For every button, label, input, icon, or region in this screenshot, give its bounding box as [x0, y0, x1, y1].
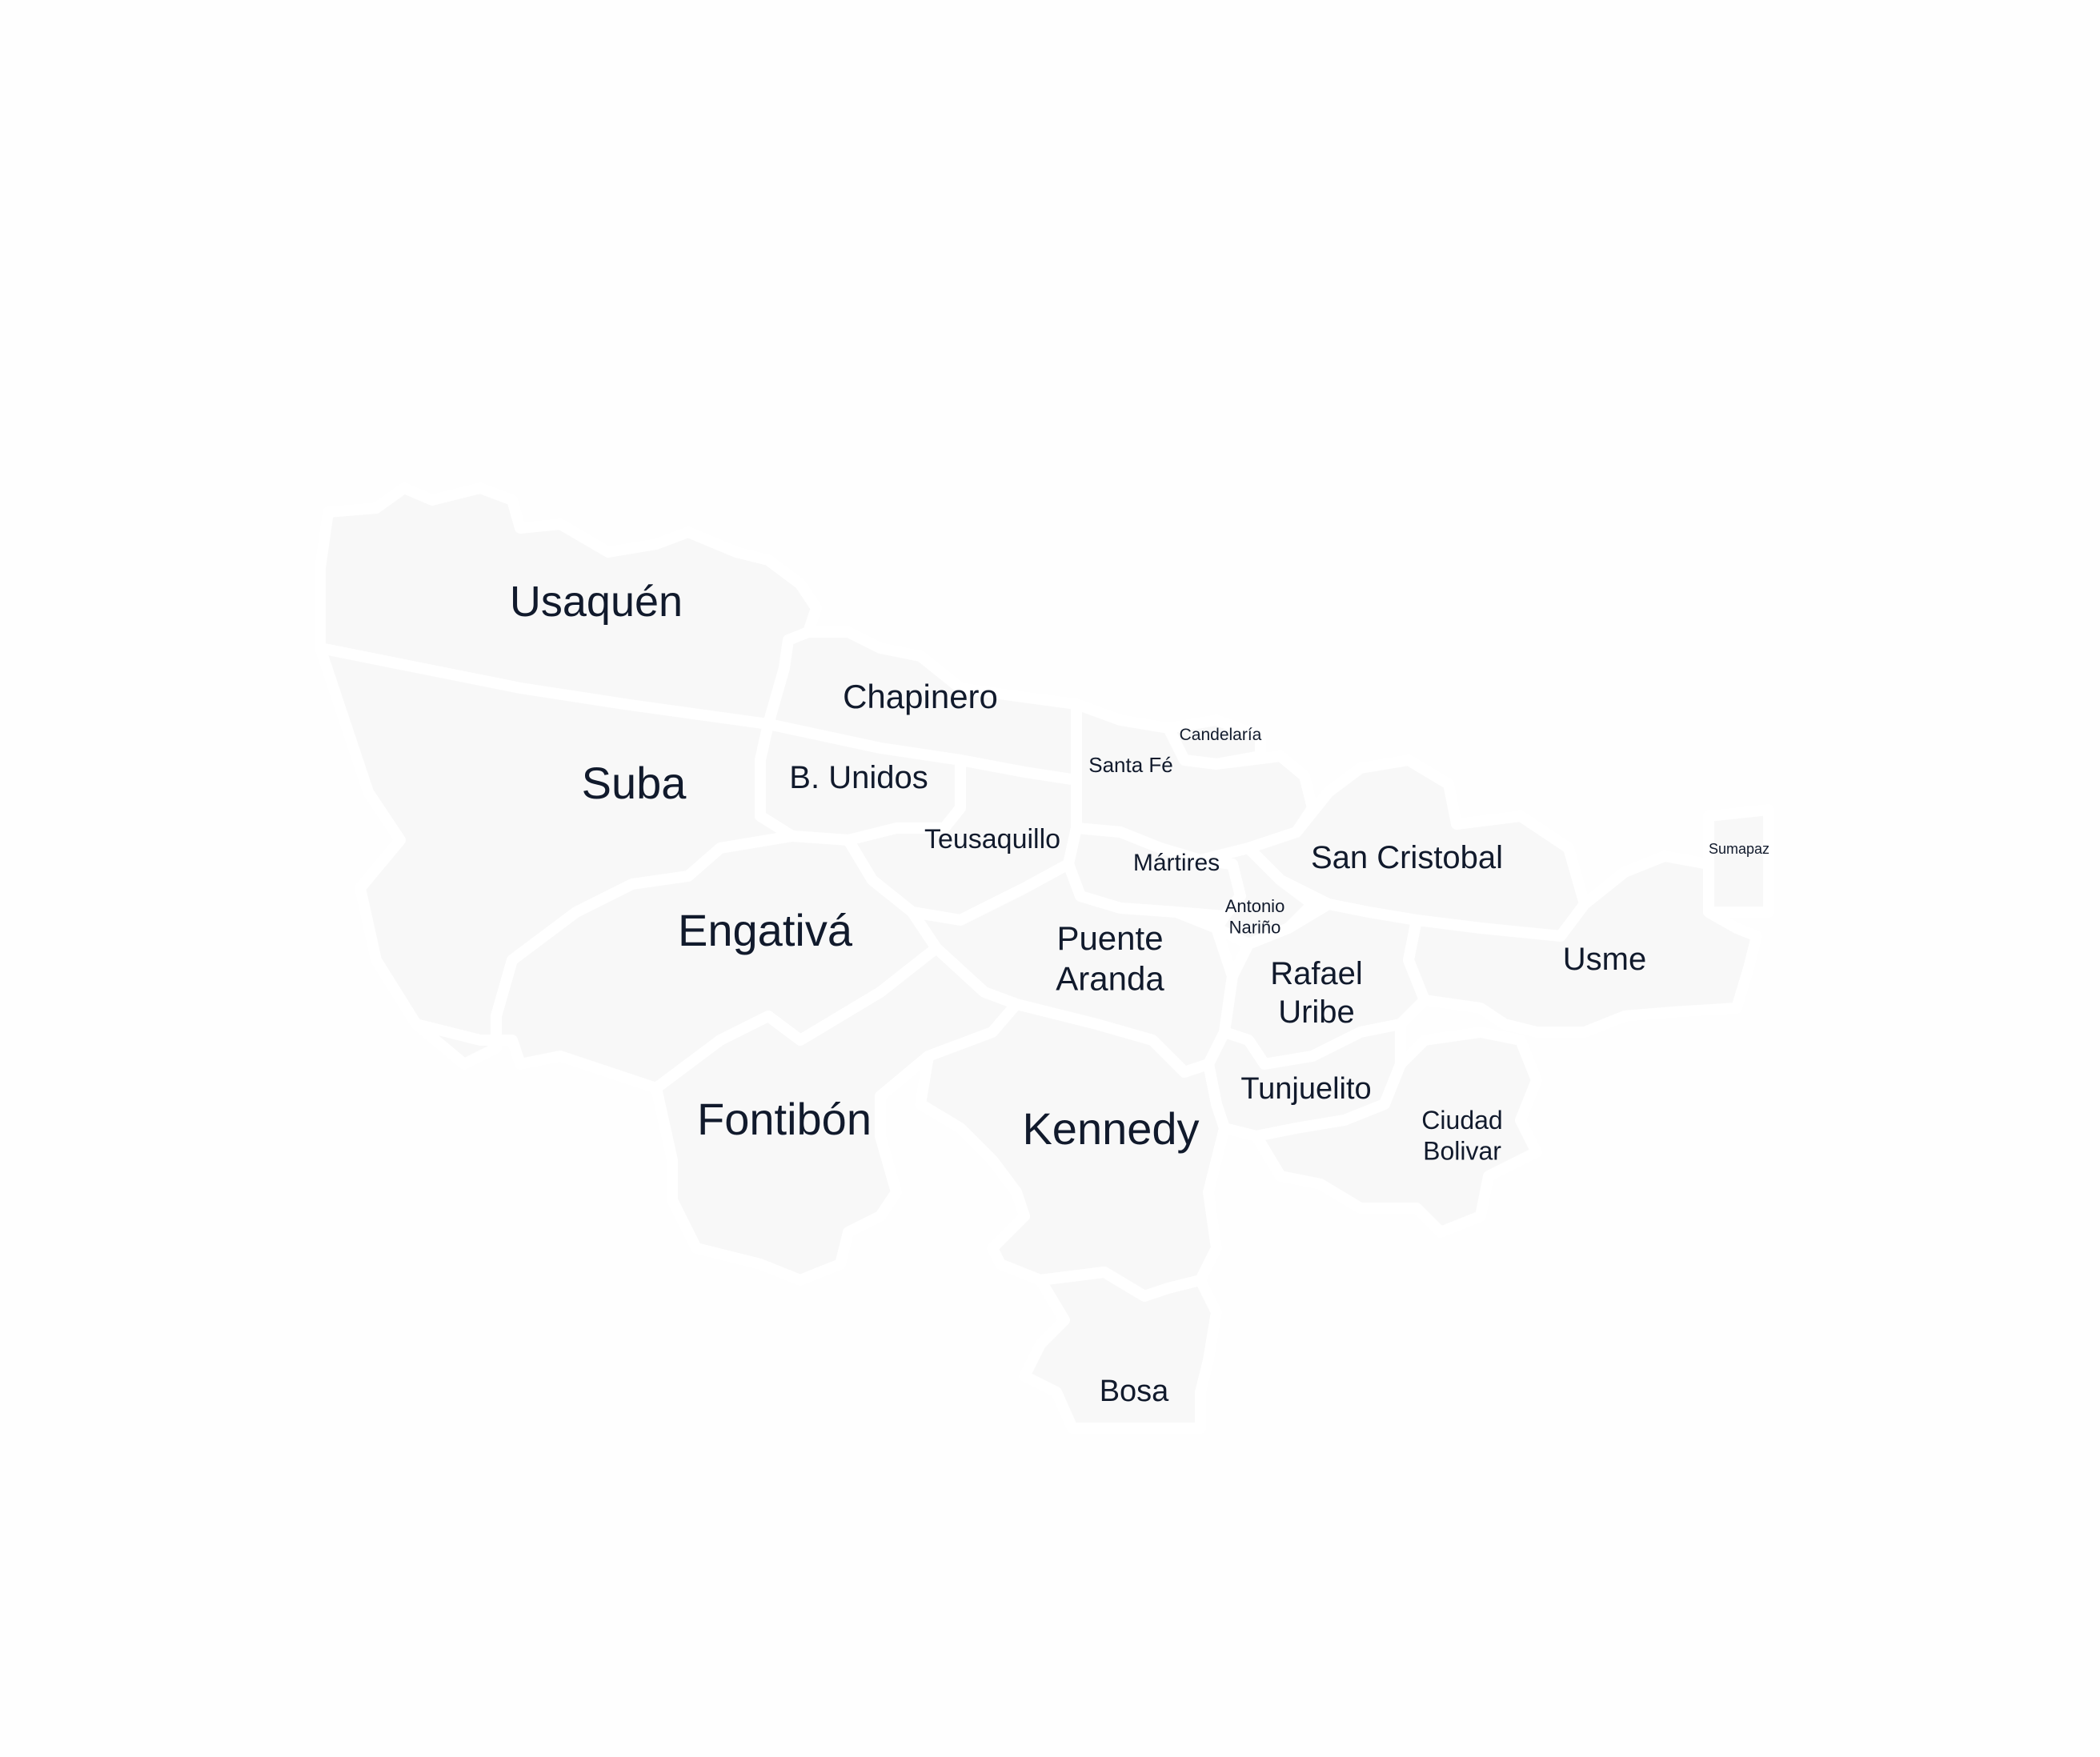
district-label-usme: Usme [1563, 942, 1646, 977]
district-label-barrios-unidos: B. Unidos [789, 760, 928, 795]
district-label-sumapaz: Sumapaz [1709, 841, 1769, 857]
district-label-san-cristobal: San Cristobal [1311, 840, 1503, 875]
district-label-line: Chapinero [843, 678, 998, 715]
district-label-martires: Mártires [1133, 850, 1220, 876]
district-label-line: Antonio [1225, 896, 1285, 916]
district-label-santa-fe: Santa Fé [1088, 753, 1173, 777]
district-label-line: Bolivar [1423, 1136, 1501, 1165]
district-area-usme [1403, 850, 1762, 1038]
district-label-line: Teusaquillo [924, 824, 1060, 854]
district-label-candelaria: Candelaría [1180, 726, 1262, 744]
district-label-chapinero: Chapinero [843, 678, 998, 715]
district-shapes-layer [315, 482, 1774, 1434]
district-label-suba: Suba [582, 758, 687, 808]
district-label-line: Usaquén [510, 578, 683, 626]
district-label-line: Candelaría [1180, 726, 1262, 744]
district-label-teusaquillo: Teusaquillo [924, 824, 1060, 854]
district-label-tunjuelito: Tunjuelito [1240, 1072, 1371, 1106]
district-label-line: Aranda [1056, 959, 1164, 997]
district-area-sumapaz [1703, 804, 1774, 918]
district-label-kennedy: Kennedy [1022, 1103, 1199, 1154]
district-label-line: Engativá [678, 905, 853, 955]
district-label-line: Suba [582, 758, 687, 808]
district-label-usaquen: Usaquén [510, 578, 683, 626]
district-label-line: San Cristobal [1311, 840, 1503, 875]
district-label-engativa: Engativá [678, 905, 853, 955]
district-label-line: Rafael [1270, 956, 1363, 991]
district-label-bosa: Bosa [1100, 1375, 1169, 1408]
district-area-fontibon [651, 943, 1022, 1286]
district-label-line: B. Unidos [789, 760, 928, 795]
district-area-bosa [1019, 1267, 1222, 1434]
district-label-line: Uribe [1278, 995, 1355, 1030]
district-label-line: Tunjuelito [1240, 1072, 1371, 1106]
district-label-line: Bosa [1100, 1375, 1169, 1408]
district-label-line: Ciudad [1421, 1106, 1502, 1135]
district-label-line: Santa Fé [1088, 753, 1173, 777]
district-label-line: Mártires [1133, 850, 1220, 876]
district-label-line: Kennedy [1022, 1103, 1199, 1154]
district-label-line: Sumapaz [1709, 841, 1769, 857]
district-label-line: Fontibón [697, 1094, 872, 1144]
district-label-line: Usme [1563, 942, 1646, 977]
district-area-ciudad-bolivar [1251, 1027, 1542, 1238]
district-area-kennedy [915, 999, 1230, 1302]
district-label-line: Nariño [1229, 917, 1281, 937]
district-label-line: Puente [1056, 919, 1163, 957]
district-label-fontibon: Fontibón [697, 1094, 872, 1144]
